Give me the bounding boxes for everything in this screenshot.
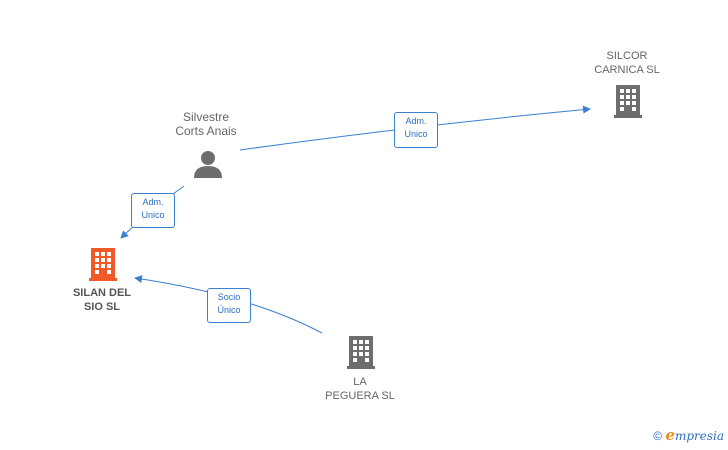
person-icon[interactable] bbox=[194, 151, 222, 178]
edge-label-line: Único bbox=[217, 305, 241, 315]
edge-label-silvestre-silcor[interactable]: Adm. Unico bbox=[394, 112, 438, 148]
brand-logo: empresia bbox=[665, 426, 724, 444]
copyright-icon: © bbox=[653, 429, 663, 443]
node-label-silcor[interactable]: SILCOR CARNICA SL bbox=[580, 49, 674, 77]
edge-label-line: Socio bbox=[217, 292, 241, 302]
brand-initial: e bbox=[665, 426, 675, 444]
node-label-line: SILCOR bbox=[606, 50, 648, 62]
edge-label-line: Adm. bbox=[405, 116, 427, 126]
edge-label-line: Unico bbox=[404, 129, 428, 139]
node-label-silan[interactable]: SILAN DEL SIO SL bbox=[56, 286, 148, 314]
edge-label-line: Adm. bbox=[142, 197, 164, 207]
building-icon-silcor[interactable] bbox=[614, 85, 642, 118]
node-label-line: Corts Anais bbox=[175, 124, 237, 138]
brand-rest: mpresia bbox=[674, 429, 724, 443]
edge-label-pequera-silan[interactable]: Socio Único bbox=[207, 288, 251, 323]
node-label-line: PEGUERA SL bbox=[325, 390, 395, 402]
building-icon-pequera[interactable] bbox=[347, 336, 375, 369]
node-label-line: Silvestre bbox=[182, 110, 229, 124]
edge-label-silvestre-silan[interactable]: Adm. Unico bbox=[131, 193, 175, 228]
node-label-silvestre[interactable]: Silvestre Corts Anais bbox=[160, 110, 252, 138]
node-label-line: SIO SL bbox=[83, 301, 121, 313]
node-label-line: LA bbox=[353, 376, 367, 388]
edge-label-line: Unico bbox=[141, 210, 165, 220]
node-label-pequera[interactable]: LA PEGUERA SL bbox=[312, 375, 408, 403]
building-icon-silan[interactable] bbox=[89, 248, 117, 281]
node-label-line: CARNICA SL bbox=[594, 64, 660, 76]
copyright-brand: © empresia bbox=[653, 426, 724, 444]
node-label-line: SILAN DEL bbox=[72, 287, 132, 299]
